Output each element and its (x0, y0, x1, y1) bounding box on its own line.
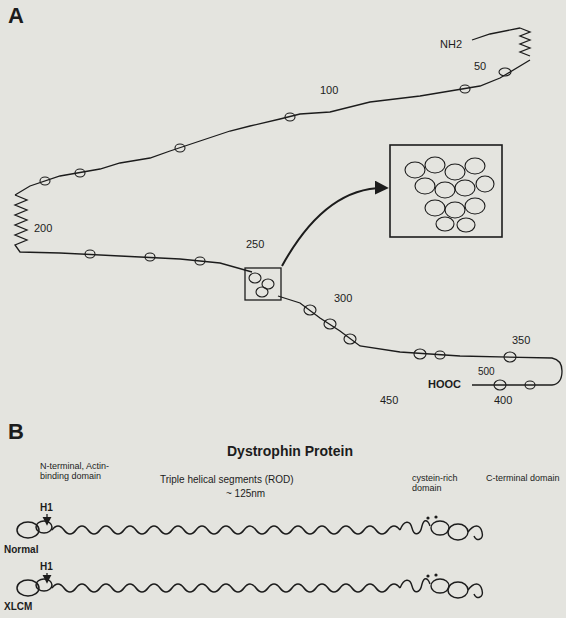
residue-number: 400 (494, 394, 512, 406)
domain-label: cystein-rich domain (412, 474, 472, 494)
domain-label: C-terminal domain (486, 474, 562, 484)
helix-label: H1 (40, 502, 53, 513)
residue-number: 300 (334, 292, 352, 304)
residue-number: 250 (246, 238, 264, 250)
residue-number: 450 (380, 394, 398, 406)
protein-label: Normal (4, 544, 38, 555)
helix-label: H1 (40, 561, 53, 572)
domain-label: N-terminal, Actin-binding domain (40, 462, 124, 482)
terminus-label: HOOC (428, 378, 461, 390)
panel-letter: B (8, 420, 24, 444)
residue-number: 50 (474, 60, 486, 72)
residue-number: 350 (512, 334, 530, 346)
domain-label: Triple helical segments (ROD) (160, 474, 294, 485)
residue-number: 100 (320, 84, 338, 96)
protein-label: XLCM (4, 601, 32, 612)
dimension-label: ~ 125nm (226, 488, 265, 499)
panel-letter: A (8, 4, 24, 28)
figure-heading: Dystrophin Protein (190, 444, 390, 459)
residue-number: 500 (478, 366, 495, 377)
terminus-label: NH2 (440, 38, 462, 50)
residue-number: 200 (34, 222, 52, 234)
